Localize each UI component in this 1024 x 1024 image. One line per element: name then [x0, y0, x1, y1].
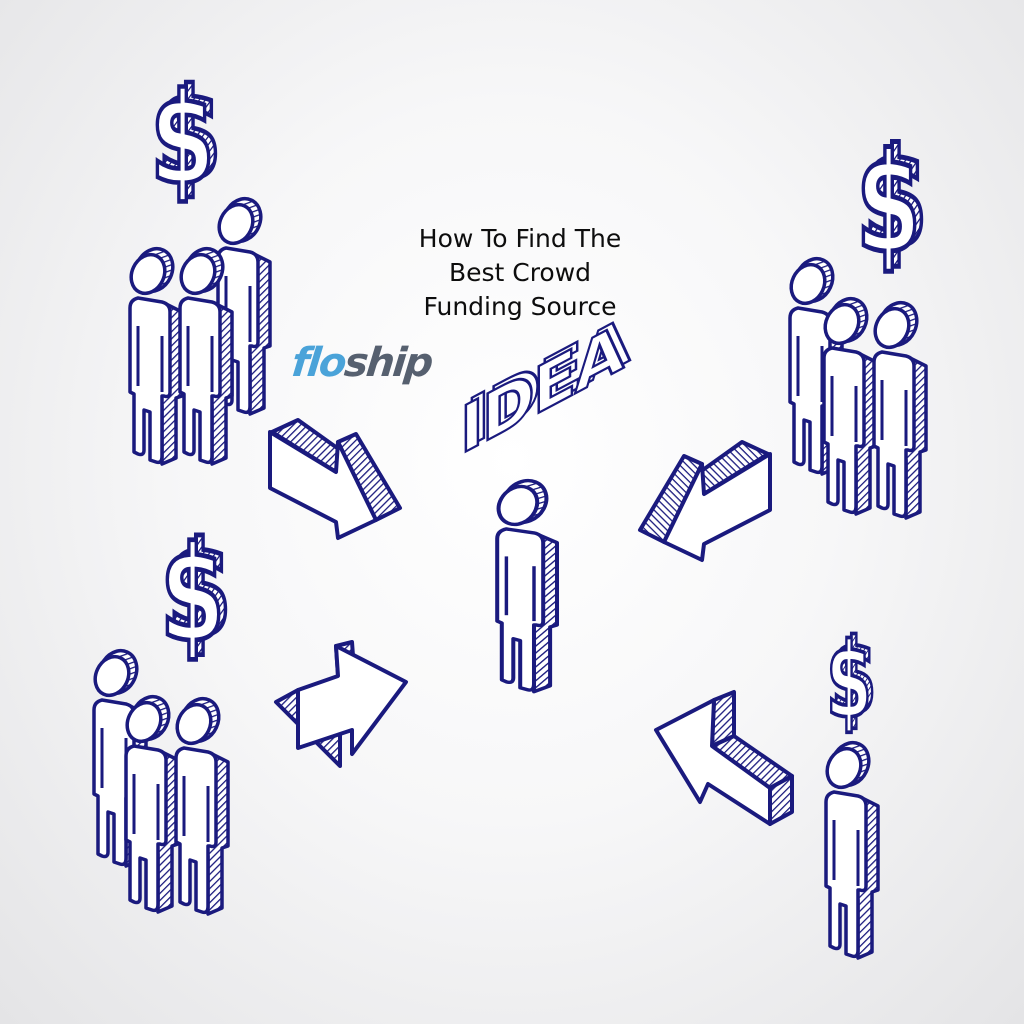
person-icon-bottom-left-2 [169, 690, 230, 916]
svg-text:IDEA: IDEA [460, 309, 624, 470]
dollar-icon-bottom-right [824, 614, 879, 745]
person-icon-top-right-2 [867, 294, 928, 520]
arrow-icon-top-right [638, 440, 772, 562]
central-person-icon [488, 478, 578, 703]
floship-logo: floship [290, 340, 434, 386]
person-icon-top-left-2 [173, 240, 234, 466]
person-icon-bottom-right [819, 734, 880, 960]
arrow-icon-bottom-left [274, 640, 408, 768]
headline: How To Find The Best Crowd Funding Sourc… [330, 222, 710, 324]
idea-3d-text: IDEA IDEA [459, 301, 632, 472]
logo-part-ship: ship [342, 340, 434, 386]
headline-line-1: How To Find The [418, 224, 622, 253]
arrow-icon-top-left [268, 418, 402, 540]
arrow-icon-bottom-right [654, 690, 794, 826]
headline-line-2: Best Crowd [448, 258, 592, 287]
dollar-icon-top-left [150, 68, 230, 198]
dollar-icon-top-right [856, 126, 936, 276]
headline-line-3: Funding Source [423, 292, 617, 321]
dollar-icon-bottom-left [160, 520, 240, 660]
logo-part-flo: flo [289, 340, 348, 386]
